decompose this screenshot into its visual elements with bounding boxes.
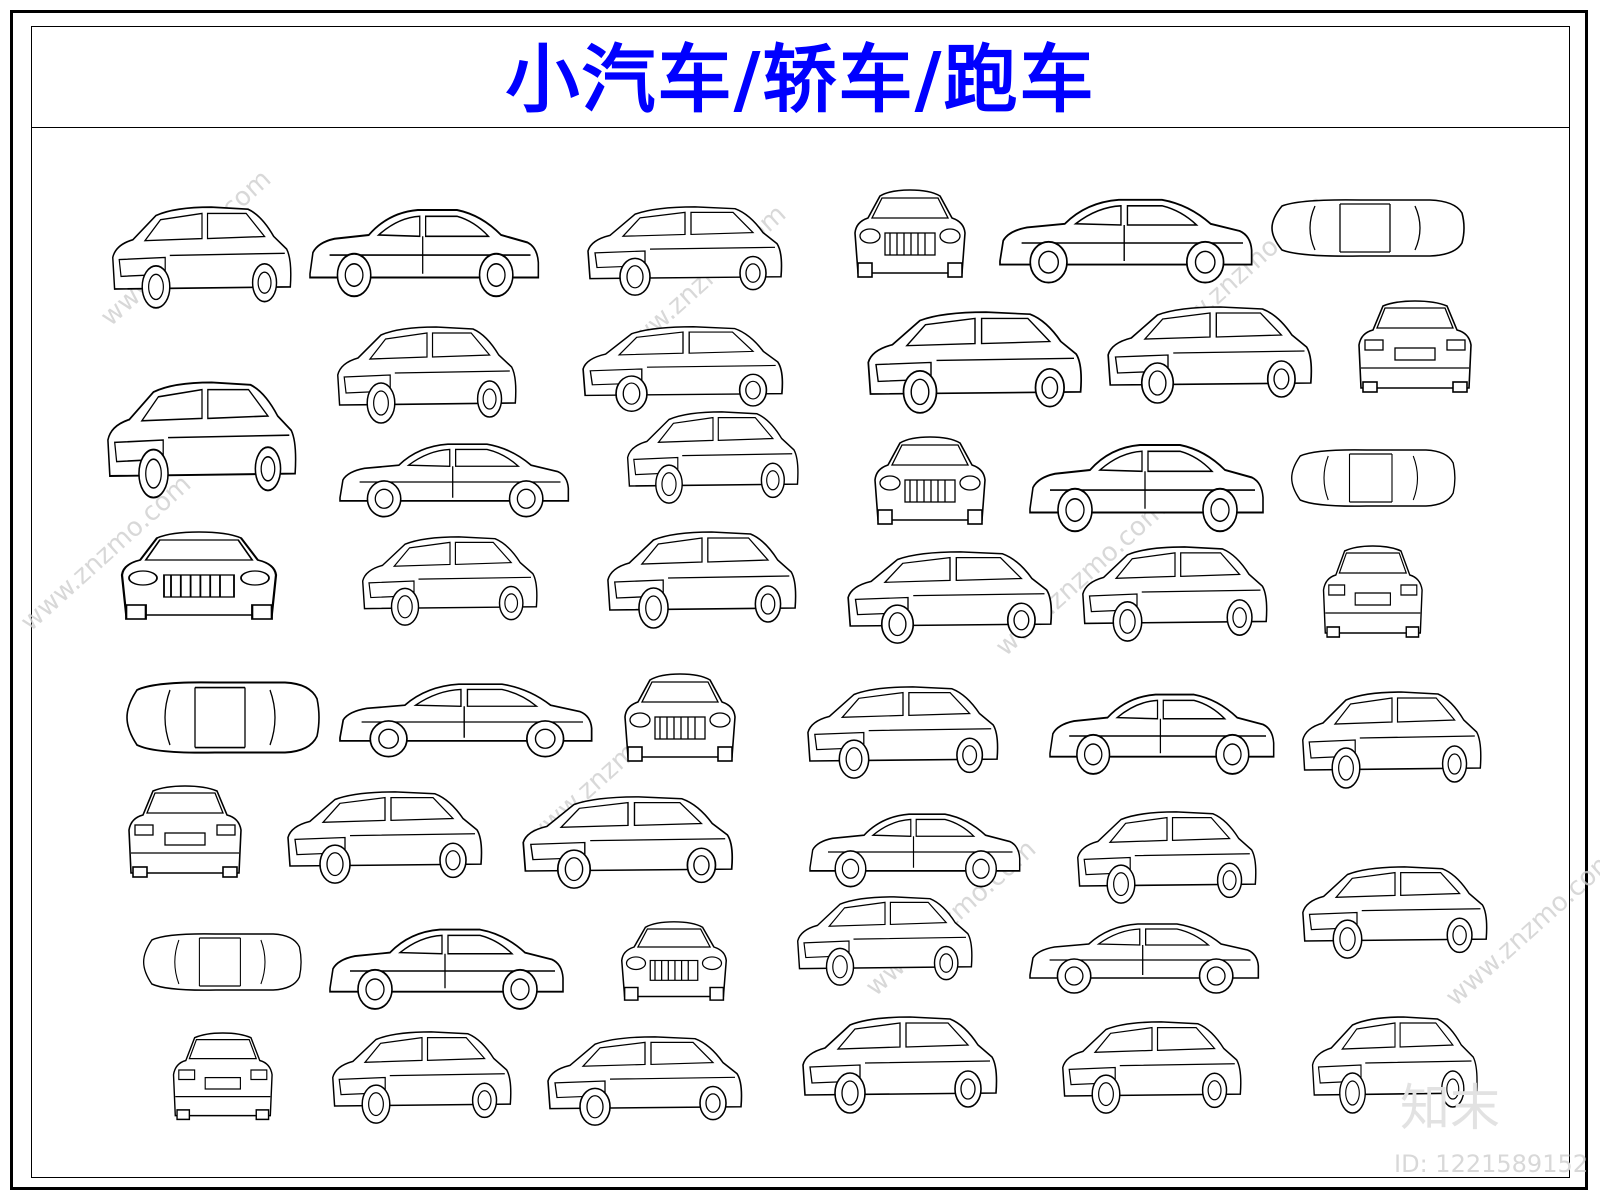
car-top-icon bbox=[142, 933, 302, 991]
car-front-icon bbox=[854, 189, 966, 278]
car-top-icon bbox=[126, 681, 320, 754]
car-rear-icon bbox=[172, 1032, 273, 1121]
car-side-icon bbox=[339, 683, 593, 758]
car-top-icon bbox=[1290, 449, 1456, 507]
car-three-quarter-icon bbox=[1062, 1021, 1242, 1114]
car-three-quarter-icon bbox=[361, 536, 538, 626]
car-three-quarter-icon bbox=[1077, 811, 1257, 904]
car-side-icon bbox=[1049, 693, 1275, 775]
car-front-icon bbox=[620, 921, 728, 1001]
car-three-quarter-icon bbox=[332, 1031, 512, 1124]
car-three-quarter-icon bbox=[287, 791, 483, 884]
car-three-quarter-icon bbox=[106, 381, 297, 499]
car-three-quarter-icon bbox=[847, 551, 1053, 644]
car-three-quarter-icon bbox=[582, 325, 784, 413]
car-side-icon bbox=[339, 443, 570, 518]
car-three-quarter-icon bbox=[587, 206, 783, 296]
title-bar: 小汽车/轿车/跑车 bbox=[31, 26, 1570, 128]
car-side-icon bbox=[1029, 444, 1264, 533]
car-three-quarter-icon bbox=[796, 896, 973, 986]
car-top-icon bbox=[1271, 199, 1465, 257]
car-side-icon bbox=[809, 813, 1021, 888]
outer-frame bbox=[10, 10, 1588, 1190]
car-three-quarter-icon bbox=[1302, 866, 1488, 959]
car-three-quarter-icon bbox=[1301, 691, 1482, 789]
car-three-quarter-icon bbox=[807, 686, 999, 779]
car-three-quarter-icon bbox=[1082, 546, 1268, 642]
car-three-quarter-icon bbox=[607, 531, 797, 629]
car-side-icon bbox=[1029, 923, 1260, 994]
car-three-quarter-icon bbox=[867, 311, 1083, 414]
car-rear-icon bbox=[128, 785, 242, 878]
car-side-icon bbox=[309, 209, 540, 298]
car-rear-icon bbox=[1322, 545, 1423, 638]
car-three-quarter-icon bbox=[522, 796, 734, 889]
car-front-icon bbox=[874, 436, 986, 525]
inner-frame bbox=[31, 26, 1570, 1178]
brand-logo: 知末 bbox=[1400, 1079, 1500, 1137]
car-front-icon bbox=[120, 530, 278, 621]
car-side-icon bbox=[999, 198, 1253, 284]
page-title: 小汽车/轿车/跑车 bbox=[505, 37, 1096, 123]
car-side-icon bbox=[329, 928, 564, 1010]
car-three-quarter-icon bbox=[336, 326, 517, 424]
car-three-quarter-icon bbox=[111, 206, 292, 309]
image-id-label: ID: 1221589152 bbox=[1394, 1150, 1588, 1178]
car-three-quarter-icon bbox=[626, 411, 799, 504]
car-front-icon bbox=[624, 673, 736, 762]
car-rear-icon bbox=[1358, 300, 1472, 393]
car-three-quarter-icon bbox=[1107, 306, 1313, 404]
car-three-quarter-icon bbox=[802, 1016, 998, 1114]
car-three-quarter-icon bbox=[547, 1036, 743, 1126]
